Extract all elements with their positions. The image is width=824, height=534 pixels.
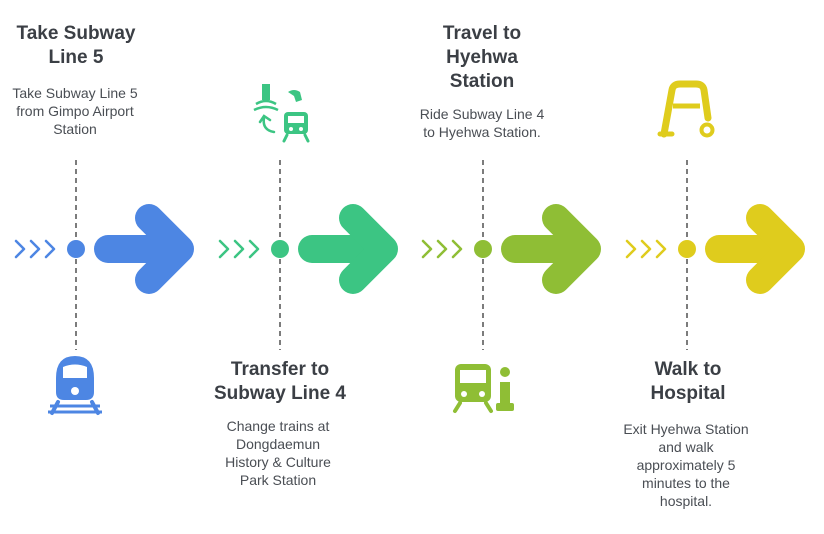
- step-2-chevrons: [218, 239, 260, 259]
- step-1-description: Take Subway Line 5 from Gimpo Airport St…: [12, 85, 138, 137]
- step-2-connector: [271, 160, 289, 350]
- step-2-description: Change trains at Dongdaemun History & Cu…: [225, 418, 331, 488]
- step-2-title: Transfer to Subway Line 4: [214, 359, 346, 404]
- step-1-arrow: [94, 204, 194, 294]
- step-3-title: Travel to Hyehwa Station: [442, 23, 522, 92]
- step-2-arrow: [298, 204, 398, 294]
- step-3-chevrons: [421, 239, 463, 259]
- step-3-description: Ride Subway Line 4 to Hyehwa Station.: [419, 106, 545, 140]
- train-info-icon: [453, 364, 514, 413]
- walker-icon: [657, 80, 715, 138]
- subway-train-icon: [48, 356, 102, 415]
- step-3-arrow: [501, 204, 601, 294]
- transfer-icon: [253, 84, 310, 143]
- step-4-chevrons: [625, 239, 667, 259]
- step-1-connector: [67, 160, 85, 350]
- step-4-connector: [678, 160, 696, 350]
- step-1-title: Take Subway Line 5: [16, 23, 136, 68]
- step-4-arrow: [705, 204, 805, 294]
- step-4-title: Walk to Hospital: [650, 359, 726, 404]
- step-1-chevrons: [14, 239, 56, 259]
- step-4-description: Exit Hyehwa Station and walk approximate…: [623, 421, 749, 509]
- step-3-connector: [474, 160, 492, 350]
